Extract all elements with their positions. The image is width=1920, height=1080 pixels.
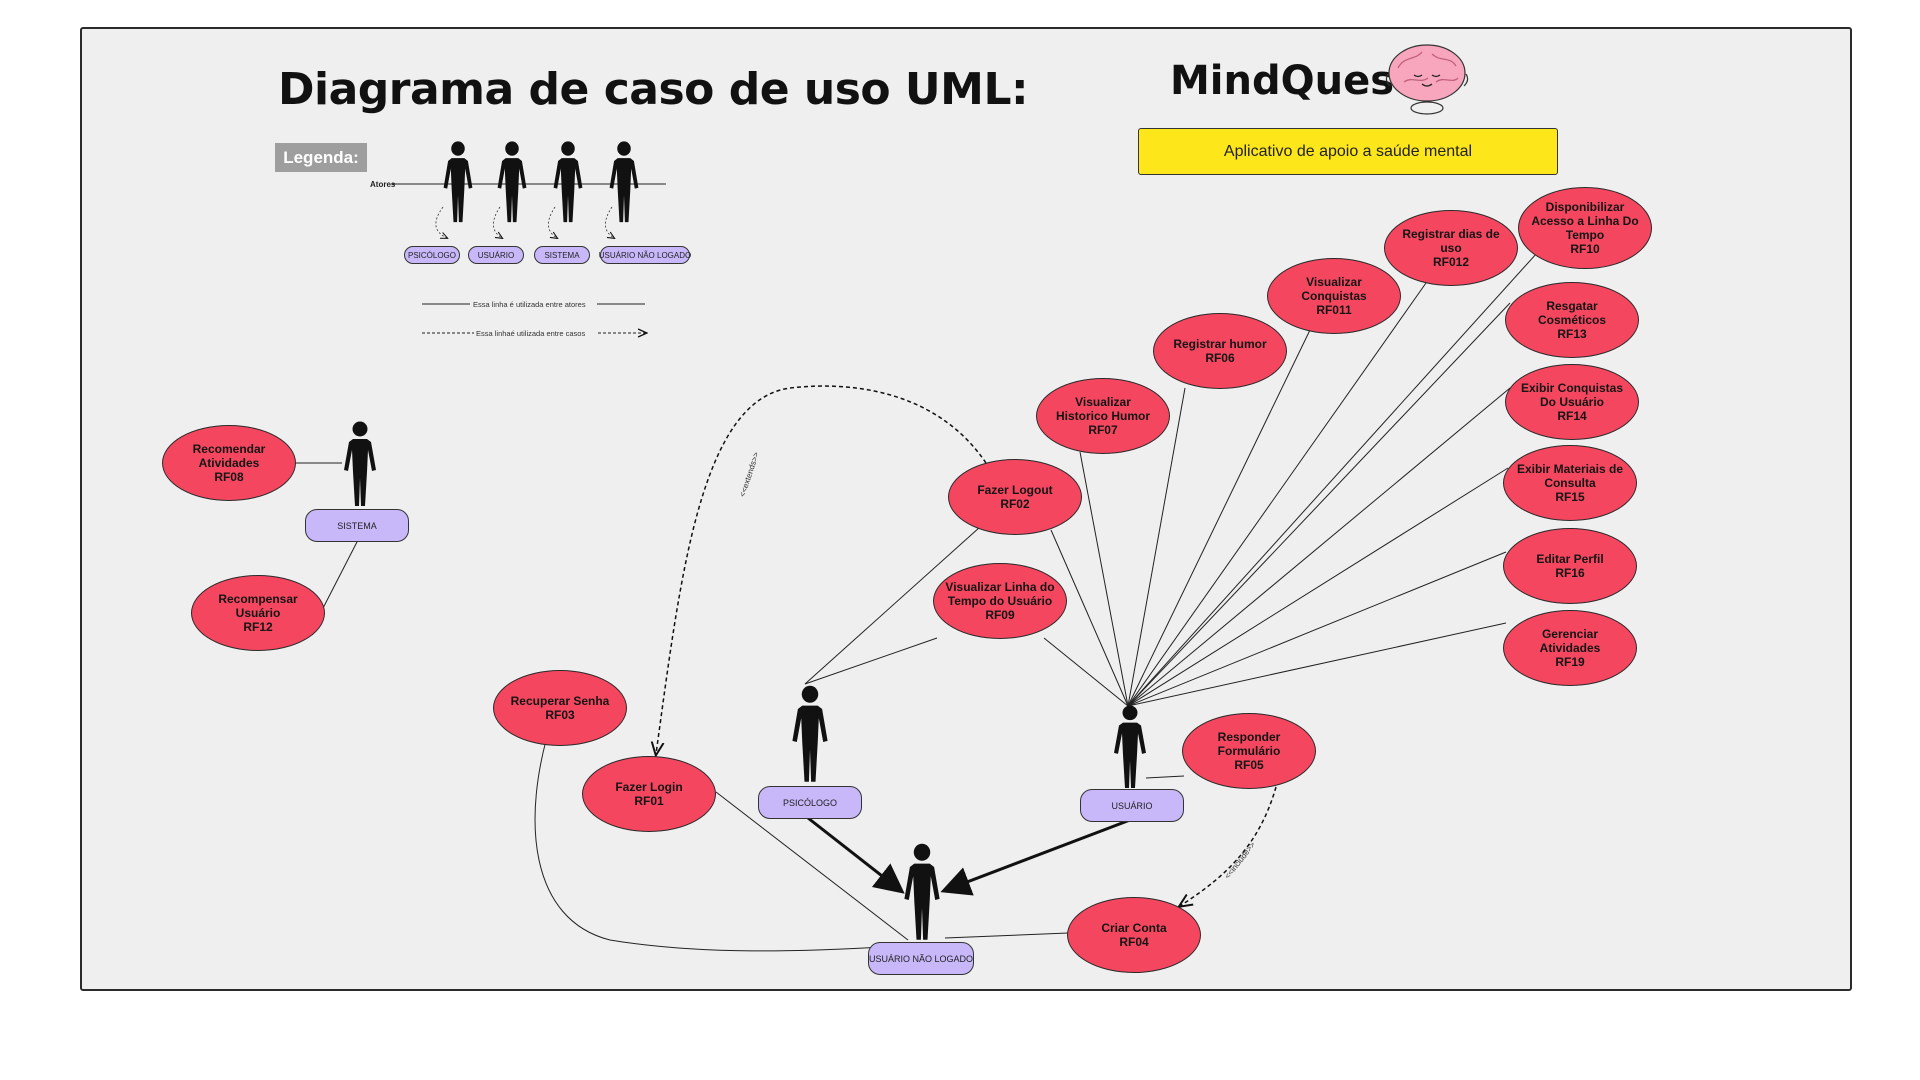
link-naologado-rf01 [715,791,909,941]
actor-psicologo-label: PSICÓLOGO [758,786,862,819]
brain-icon [1385,44,1469,115]
use-case-rf012: Registrar dias de uso RF012 [1384,210,1518,286]
usuario-links [1043,252,1538,779]
actor-usuario-label: USUÁRIO [1080,789,1184,822]
use-case-rf13: Resgatar Cosméticos RF13 [1505,282,1639,358]
legend-arrow-3 [548,206,557,238]
legend-actor-nao-logado: USUÁRIO NÃO LOGADO [599,246,691,264]
use-case-rf14: Exibir Conquistas Do Usuário RF14 [1505,364,1639,440]
use-case-rf19: Gerenciar Atividades RF19 [1503,610,1637,686]
use-case-rf02: Fazer Logout RF02 [948,459,1082,535]
legend-actor-icon-2 [494,140,530,224]
use-case-rf12: Recompensar Usuário RF12 [191,575,325,651]
actor-psicologo-icon [788,684,832,784]
link-psicologo-rf09 [804,637,938,685]
legend-actor-sistema: SISTEMA [534,246,590,264]
legend-actor-usuario: USUÁRIO [468,246,524,264]
legend-arrow-1 [435,206,447,238]
brand-name: MindQuest [1170,58,1414,104]
link-naologado-rf04 [944,932,1069,939]
actor-nao-logado-label: USUÁRIO NÃO LOGADO [868,942,974,975]
legend-actor-icon-4 [606,140,642,224]
include-rf05-rf04 [1180,786,1277,906]
use-case-rf15: Exibir Materiais de Consulta RF15 [1503,445,1637,521]
actor-sistema-icon [340,420,380,508]
page-title: Diagrama de caso de uso UML: [278,64,1029,115]
actor-usuario-icon [1110,704,1150,790]
use-case-rf09: Visualizar Linha do Tempo do Usuário RF0… [933,563,1067,639]
link-sistema-rf12 [319,539,359,615]
extends-rf02-rf01 [656,385,987,754]
legend-actor-icon-1 [440,140,476,224]
use-case-rf16: Editar Perfil RF16 [1503,528,1637,604]
legend-solid-note: Essa linha é utilizada entre atores [473,300,586,309]
arrow-psicologo-naologado [807,816,905,894]
link-naologado-rf03 [534,719,901,952]
legend-dashed-note: Essa linhaé utilizada entre casos [476,329,586,338]
use-case-rf07: Visualizar Historico Humor RF07 [1036,378,1170,454]
arrow-usuario-naologado [940,818,1131,896]
use-case-rf01: Fazer Login RF01 [582,756,716,832]
legend-title: Legenda: [275,143,367,172]
use-case-rf03: Recuperar Senha RF03 [493,670,627,746]
legend-actor-icon-3 [550,140,586,224]
legend-arrow-2 [493,206,502,238]
legend-actor-psicologo: PSICÓLOGO [404,246,460,264]
legend-arrow-4 [605,206,614,238]
tagline-banner: Aplicativo de apoio a saúde mental [1138,128,1558,175]
use-case-rf05: Responder Formulário RF05 [1182,713,1316,789]
actor-nao-logado-icon [900,842,944,942]
actor-sistema-label: SISTEMA [305,509,409,542]
use-case-rf04: Criar Conta RF04 [1067,897,1201,973]
use-case-rf011: Visualizar Conquistas RF011 [1267,258,1401,334]
use-case-rf06: Registrar humor RF06 [1153,313,1287,389]
link-psicologo-rf02 [804,526,981,685]
legend-actors-label: Atores [370,180,396,189]
use-case-rf10: Disponibilizar Acesso a Linha Do Tempo R… [1518,187,1652,269]
use-case-rf08: Recomendar Atividades RF08 [162,425,296,501]
